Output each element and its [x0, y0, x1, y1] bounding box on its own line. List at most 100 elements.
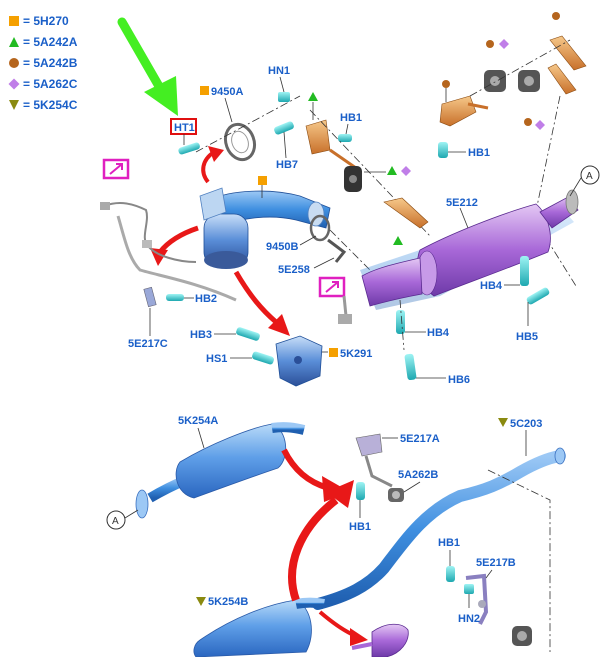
clamp-5e258: [327, 238, 347, 263]
part-label-hb1[interactable]: HB1: [438, 537, 460, 549]
part-label-hb6[interactable]: HB6: [448, 374, 470, 386]
triangle-up-green-icon: [308, 92, 318, 101]
legend-item-5a242b: = 5A242B: [8, 52, 77, 73]
part-label-5a262b[interactable]: 5A262B: [398, 469, 438, 481]
bolt-hb3: [236, 327, 260, 341]
stud-hs1: [252, 351, 274, 365]
diamond-purple-icon: [8, 78, 20, 89]
part-label-5k254a[interactable]: 5K254A: [178, 415, 218, 427]
legend-item-5k254c: = 5K254C: [8, 94, 77, 115]
hanger-insulator: [344, 166, 362, 192]
circle-brown-icon: [9, 57, 19, 68]
bolt-hb1: [356, 482, 365, 500]
gasket-9450a: [223, 122, 257, 162]
catalytic-converter: [199, 187, 331, 269]
part-label-5e217b[interactable]: 5E217B: [476, 557, 516, 569]
sensor-probe: [338, 295, 352, 324]
reference-letter-a: A: [586, 171, 593, 182]
legend-item-5a242a: = 5A242A: [8, 31, 77, 52]
part-label-5e212[interactable]: 5E212: [446, 197, 478, 209]
reference-marker-a: [580, 165, 600, 185]
bracket-5e217a: [355, 433, 393, 488]
part-label-hb3[interactable]: HB3: [190, 329, 212, 341]
bolt-hb4: [396, 310, 405, 334]
red-assembly-arrow: [201, 146, 224, 184]
part-label-hb1[interactable]: HB1: [340, 112, 362, 124]
part-label-5e258[interactable]: 5E258: [278, 264, 310, 276]
diamond-purple-icon: [401, 166, 411, 176]
triangle-down-olive-icon: [196, 597, 206, 606]
muffler-5k254a: [135, 422, 306, 519]
sensor-wiring-harness: [100, 202, 237, 302]
triangle-down-olive-icon: [498, 418, 508, 427]
square-orange-icon: [258, 176, 267, 185]
red-assembly-arrow: [318, 610, 368, 646]
part-label-9450a[interactable]: 9450A: [211, 86, 243, 98]
triangle-up-green-icon: [9, 36, 19, 47]
square-orange-icon: [200, 86, 209, 95]
legend-item-5a262c: = 5A262C: [8, 73, 77, 94]
legend-item-5h270: = 5H270: [8, 10, 77, 31]
part-label-hb1[interactable]: HB1: [468, 147, 490, 159]
hanger-insulator-5a262b: [388, 488, 404, 502]
bracket-rear: [383, 197, 429, 229]
green-indicator-arrow: [117, 17, 178, 116]
ht1-sensor: [178, 134, 200, 155]
red-assembly-arrow: [233, 270, 290, 336]
ht1-label[interactable]: HT1: [174, 122, 195, 134]
callout-detail-icon[interactable]: [102, 158, 130, 180]
circle-brown-icon: [552, 12, 560, 20]
part-label-hb5[interactable]: HB5: [516, 331, 538, 343]
hanger-insulator: [518, 70, 540, 92]
triangle-down-olive-icon: [9, 99, 19, 110]
part-label-hn2[interactable]: HN2: [458, 613, 480, 625]
part-label-hb7[interactable]: HB7: [276, 159, 298, 171]
ht1-highlight-box: [170, 118, 197, 135]
bolt-hb6: [404, 353, 417, 381]
part-label-9450b[interactable]: 9450B: [266, 241, 298, 253]
bolt-hb2: [166, 294, 184, 301]
bracket-5e217b: [465, 573, 489, 625]
bracket-5a242a: [305, 119, 357, 170]
reference-marker-a: [106, 510, 126, 530]
part-label-hb2[interactable]: HB2: [195, 293, 217, 305]
part-label-hn1[interactable]: HN1: [268, 65, 290, 77]
triangle-up-green-icon: [387, 166, 397, 175]
part-label-5e217c[interactable]: 5E217C: [128, 338, 168, 350]
bolt-hb1: [446, 566, 455, 582]
nut-hn2: [464, 584, 474, 594]
callout-detail-icon[interactable]: [318, 276, 346, 298]
reference-letter-a: A: [112, 516, 119, 527]
bolt-hb5: [526, 287, 550, 305]
rear-hanger-part: [351, 623, 409, 657]
bracket-5a242b: [439, 95, 489, 127]
legend: = 5H270 = 5A242A = 5A242B = 5A262C = 5K2…: [8, 10, 77, 115]
bolt-hb1: [438, 142, 448, 158]
triangle-up-green-icon: [393, 236, 403, 245]
part-label-hs1[interactable]: HS1: [206, 353, 227, 365]
square-orange-icon: [329, 348, 338, 357]
part-label-5c203[interactable]: 5C203: [510, 418, 542, 430]
heat-shield-5k291: [275, 335, 323, 387]
bolt-hb4: [520, 256, 529, 286]
part-label-hb4[interactable]: HB4: [480, 280, 503, 292]
stud-hb7: [274, 121, 294, 135]
red-assembly-arrow: [288, 480, 354, 602]
part-label-hb1[interactable]: HB1: [349, 521, 371, 533]
part-label-hb4[interactable]: HB4: [427, 327, 450, 339]
diamond-purple-icon: [535, 120, 545, 130]
bracket-5e217c: [143, 286, 157, 308]
bolt-hb1: [338, 134, 352, 142]
hanger-insulator: [484, 70, 506, 92]
muffler-5k254b: [193, 597, 325, 657]
part-label-5k291[interactable]: 5K291: [340, 348, 372, 360]
nut-hn1: [278, 92, 290, 102]
gasket-9450b: [309, 214, 331, 242]
diamond-purple-icon: [499, 39, 509, 49]
hanger-insulator: [512, 626, 532, 646]
tail-pipe-5c203: [312, 447, 566, 610]
part-label-5k254b[interactable]: 5K254B: [208, 596, 248, 608]
part-label-5e217a[interactable]: 5E217A: [400, 433, 440, 445]
particulate-filter-5e212: [360, 189, 579, 310]
